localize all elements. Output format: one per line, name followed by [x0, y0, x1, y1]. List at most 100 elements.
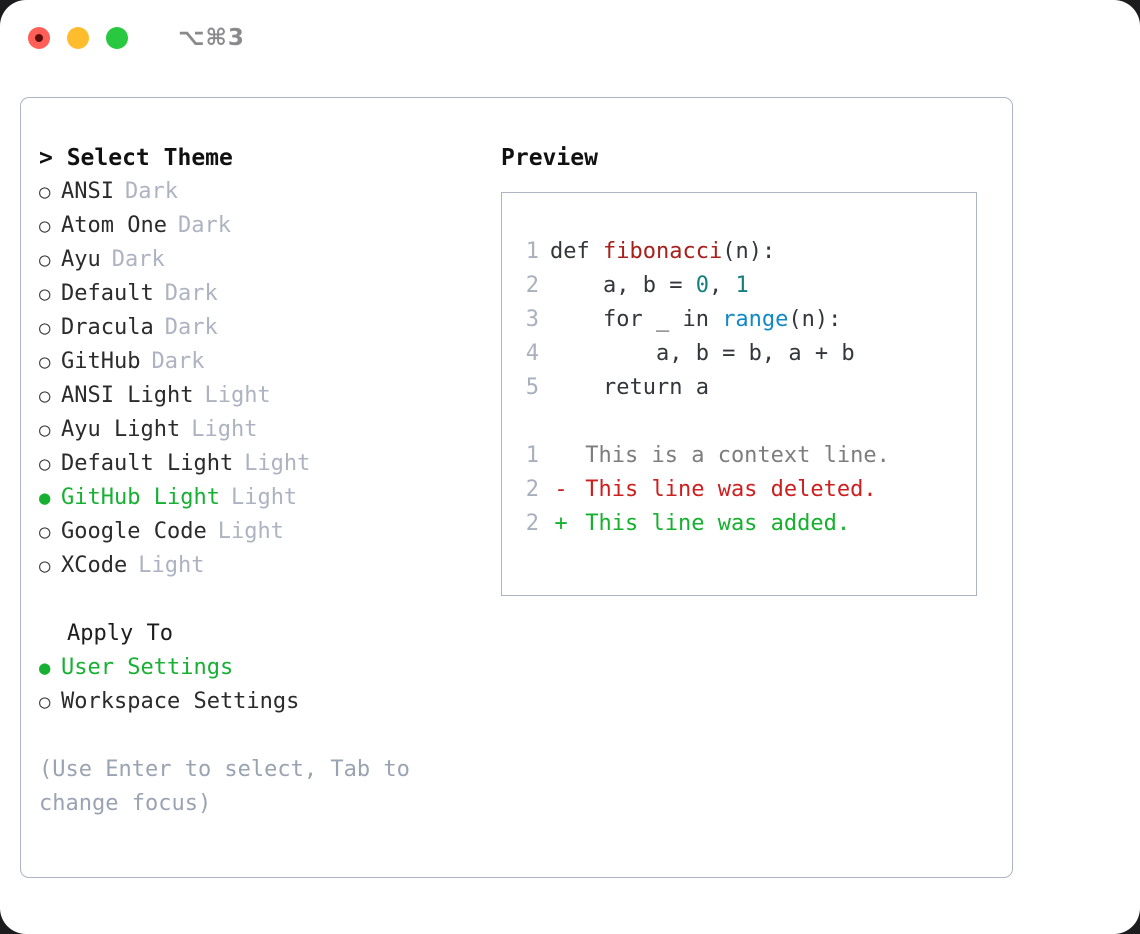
diff-line-text: This line was added. [572, 511, 851, 536]
theme-option-label: Google Code [61, 519, 207, 544]
apply-to-option-workspace-settings[interactable]: ○ Workspace Settings [39, 685, 489, 719]
radio-unselected-icon: ○ [39, 317, 51, 339]
preview-spacer [502, 405, 976, 439]
diff-sample: 1 This is a context line. 2- This line wa… [502, 439, 976, 541]
theme-option-label: Dracula [61, 315, 154, 340]
diff-line-number: 2 [525, 511, 539, 536]
theme-option-label: Ayu [61, 247, 101, 272]
code-line: 2 a, b = 0, 1 [502, 269, 976, 303]
apply-to-options: ● User Settings ○ Workspace Settings [39, 651, 489, 719]
code-token-plain: (n): [722, 239, 776, 264]
apply-to-option-label: Workspace Settings [61, 689, 300, 714]
close-window-icon[interactable] [28, 27, 50, 49]
code-token-num: 1 [735, 273, 749, 298]
theme-option-kind-badge: Dark [151, 349, 205, 374]
diff-line-add: 2 + This line was added. [502, 507, 976, 541]
theme-option-label: GitHub [61, 349, 141, 374]
code-line: 4 a, b = b, a + b [502, 337, 976, 371]
radio-unselected-icon: ○ [39, 385, 51, 407]
radio-unselected-icon: ○ [39, 249, 51, 271]
traffic-light-group [28, 27, 128, 49]
diff-line-text: This is a context line. [572, 443, 890, 468]
code-line: 5 return a [502, 371, 976, 405]
code-token-call: range [722, 307, 789, 332]
radio-unselected-icon: ○ [39, 283, 51, 305]
code-line-text: a, b = b, a + b [550, 337, 855, 371]
code-line-number: 1 [525, 239, 539, 264]
diff-line-ctx: 1 This is a context line. [502, 439, 976, 473]
radio-unselected-icon: ○ [39, 453, 51, 475]
code-line-text: def fibonacci(n): [550, 235, 775, 269]
select-theme-header: > Select Theme [39, 145, 233, 171]
code-line-text: for _ in range(n): [550, 303, 841, 337]
radio-selected-icon: ● [39, 487, 51, 509]
theme-option-kind-badge: Dark [164, 315, 218, 340]
code-token-plain: for _ in [550, 307, 723, 332]
radio-unselected-icon: ○ [39, 351, 51, 373]
code-token-plain: return a [550, 375, 709, 400]
code-line-text: return a [550, 371, 709, 405]
theme-option-kind-badge: Light [138, 553, 205, 578]
code-token-fn: fibonacci [602, 239, 723, 264]
theme-option-default-light[interactable]: ○ Default Light Light [39, 447, 489, 481]
theme-option-label: Ayu Light [61, 417, 181, 442]
apply-to-section: Apply To ● User Settings ○ Workspace Settin… [39, 617, 489, 719]
code-token-plain: a, b = [550, 273, 696, 298]
apply-to-option-user-settings[interactable]: ● User Settings [39, 651, 489, 685]
theme-option-kind-badge: Light [204, 383, 271, 408]
preview-title: Preview [501, 145, 598, 171]
diff-line-number: 2 [525, 477, 539, 502]
theme-option-github[interactable]: ○ GitHub Dark [39, 345, 489, 379]
radio-unselected-icon: ○ [39, 555, 51, 577]
minimize-window-icon[interactable] [67, 27, 89, 49]
keyboard-shortcut-label: ⌥⌘3 [178, 25, 245, 51]
diff-line-number: 1 [525, 443, 539, 468]
radio-unselected-icon: ○ [39, 181, 51, 203]
theme-option-label: XCode [61, 553, 128, 578]
theme-option-kind-badge: Light [191, 417, 258, 442]
code-token-plain: def [550, 239, 603, 264]
code-line: 3 for _ in range(n): [502, 303, 976, 337]
radio-selected-icon: ● [39, 657, 51, 679]
code-token-plain: , [708, 273, 736, 298]
theme-option-label: Default Light [61, 451, 234, 476]
theme-option-kind-badge: Dark [177, 213, 231, 238]
maximize-window-icon[interactable] [106, 27, 128, 49]
code-token-num: 0 [695, 273, 709, 298]
apply-to-option-label: User Settings [61, 655, 234, 680]
theme-option-xcode[interactable]: ○ XCode Light [39, 549, 489, 583]
theme-option-google-code[interactable]: ○ Google Code Light [39, 515, 489, 549]
theme-option-dracula[interactable]: ○ Dracula Dark [39, 311, 489, 345]
diff-line-text: This line was deleted. [572, 477, 877, 502]
title-bar: ⌥⌘3 [0, 0, 1140, 76]
theme-option-kind-badge: Light [217, 519, 284, 544]
diff-sign-marker: - [554, 477, 568, 502]
code-line-number: 2 [525, 273, 539, 298]
theme-option-label: GitHub Light [61, 485, 220, 510]
radio-unselected-icon: ○ [39, 521, 51, 543]
code-line-number: 5 [525, 375, 539, 400]
keyboard-hint-text: (Use Enter to select, Tab to change focu… [39, 757, 410, 816]
theme-option-label: Default [61, 281, 154, 306]
apply-to-label: Apply To [67, 621, 173, 646]
radio-unselected-icon: ○ [39, 215, 51, 237]
radio-unselected-icon: ○ [39, 691, 51, 713]
code-token-plain: a, b = b, a + b [550, 341, 855, 366]
code-line: 1 def fibonacci(n): [502, 235, 976, 269]
code-line-number: 3 [525, 307, 539, 332]
diff-sign-marker [550, 439, 572, 473]
theme-option-kind-badge: Light [244, 451, 311, 476]
diff-sign-marker: + [554, 511, 568, 536]
theme-option-kind-badge: Dark [124, 179, 178, 204]
